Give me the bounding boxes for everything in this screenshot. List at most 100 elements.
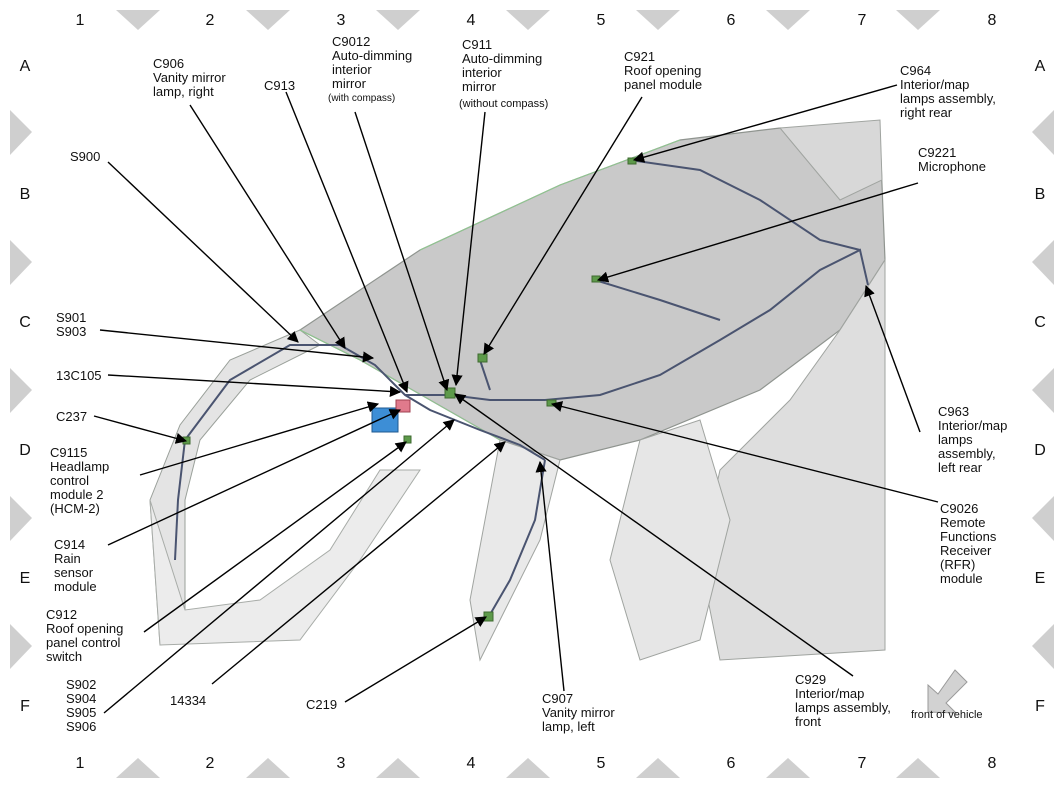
callout-c963-code: C963 (938, 404, 970, 419)
callout-c907-code: C907 (542, 691, 574, 706)
callout-c964: C964 Interior/map lamps assembly, right … (900, 64, 996, 120)
connector-c921 (477, 353, 488, 363)
grid-row-left-d: D (19, 442, 31, 459)
vehicle-body (149, 119, 886, 662)
leader-c964 (632, 84, 898, 163)
callout-c921-desc2: panel module (624, 77, 703, 92)
callout-c906: C906 Vanity mirror lamp, right (153, 57, 226, 99)
front-of-vehicle-label: front of vehicle (911, 709, 983, 721)
leader-s902 (103, 419, 455, 714)
leader-c921 (483, 96, 643, 355)
callout-c914-desc1: Rain (54, 551, 81, 566)
callout-c9012-desc1: Auto-dimming (332, 48, 413, 63)
callout-c913: C913 (264, 79, 295, 93)
leader-14334 (211, 441, 506, 685)
callout-c906-code: C906 (153, 56, 185, 71)
wiring-harness (174, 159, 869, 619)
frame-markers (10, 10, 1054, 778)
grid-row-right-b: B (1034, 186, 1046, 203)
callout-c906-desc1: Vanity mirror (153, 70, 226, 85)
callout-c237-code: C237 (56, 409, 88, 424)
grid-col-top-6: 6 (726, 12, 736, 29)
grid-col-bottom-2: 2 (205, 755, 215, 772)
callout-c921-desc1: Roof opening (624, 63, 702, 78)
callout-c9115: C9115 Headlamp control module 2 (HCM-2) (50, 446, 109, 516)
door-frame-lower (149, 469, 421, 646)
callout-c912-code: C912 (46, 607, 78, 622)
callout-c963-desc4: left rear (938, 460, 983, 475)
grid-col-bottom-4: 4 (466, 755, 476, 772)
hcm2-module (371, 407, 399, 433)
grid-col-top-7: 7 (857, 12, 867, 29)
front-of-vehicle-arrow (927, 669, 968, 714)
callout-s905-code: S905 (66, 705, 97, 720)
leader-s901 (99, 329, 375, 363)
grid-col-top-3: 3 (336, 12, 346, 29)
connector-c912 (403, 435, 412, 444)
rain-sensor-module (395, 399, 411, 413)
callout-c219-code: C219 (306, 697, 338, 712)
callout-c964-desc2: lamps assembly, (900, 91, 996, 106)
leader-c912 (143, 441, 407, 633)
callout-13c105: 13C105 (56, 369, 102, 383)
leader-s900 (107, 161, 299, 343)
grid-row-left-f: F (20, 698, 30, 715)
callout-c929-desc2: lamps assembly, (795, 700, 891, 715)
callout-c914-desc3: module (54, 579, 97, 594)
callout-c9115-desc4: (HCM-2) (50, 501, 100, 516)
leader-c9221 (596, 182, 919, 283)
grid-row-right-f: F (1035, 698, 1045, 715)
callout-s900: S900 (70, 150, 100, 164)
rear-body-structure (699, 258, 886, 661)
callout-c9115-desc1: Headlamp (50, 459, 110, 474)
callout-14334-code: 14334 (170, 693, 207, 708)
callout-c9115-desc2: control (50, 473, 90, 488)
callout-c914-code: C914 (54, 537, 86, 552)
grid-row-left-b: B (19, 186, 31, 203)
callout-c963-desc3: assembly, (938, 446, 996, 461)
callout-c921-code: C921 (624, 49, 656, 64)
callout-s902-s906: S902 S904 S905 S906 (66, 678, 96, 734)
grid-row-right-d: D (1034, 442, 1046, 459)
callout-c237: C237 (56, 410, 87, 424)
leader-c907 (535, 460, 565, 692)
callout-s901-s903: S901 S903 (56, 311, 86, 339)
callout-c929-desc1: Interior/map (795, 686, 865, 701)
leader-c9026 (550, 401, 939, 503)
callout-c929: C929 Interior/map lamps assembly, front (795, 673, 891, 729)
callout-c911: C911 Auto-dimming interior mirror (462, 38, 542, 94)
callout-c9115-desc3: module 2 (50, 487, 104, 502)
grid-col-bottom-6: 6 (726, 755, 736, 772)
callout-s901-code: S901 (56, 310, 87, 325)
callout-c914-desc2: sensor (54, 565, 94, 580)
callout-c907-desc2: lamp, left (542, 719, 595, 734)
grid-col-bottom-1: 1 (75, 755, 85, 772)
leader-13c105 (107, 374, 402, 398)
grid-col-bottom-8: 8 (987, 755, 997, 772)
callout-c9012-code: C9012 (332, 34, 371, 49)
callout-c9026-desc5: module (940, 571, 983, 586)
grid-row-right-a: A (1034, 58, 1046, 75)
callout-c906-desc2: lamp, right (153, 84, 214, 99)
callout-c9012-desc3: mirror (332, 76, 366, 91)
callout-c9012-note: (with compass) (328, 93, 396, 104)
leader-lines (93, 84, 939, 714)
callout-c9012-desc2: interior (332, 62, 372, 77)
grid-col-top-4: 4 (466, 12, 476, 29)
leader-c929 (454, 393, 854, 677)
callout-c911-desc3: mirror (462, 79, 496, 94)
grid-row-left-e: E (19, 570, 31, 587)
grid-col-top-8: 8 (987, 12, 997, 29)
callout-c911-desc1: Auto-dimming (462, 51, 543, 66)
callout-c914: C914 Rain sensor module (54, 538, 97, 594)
callout-c912-desc2: panel control (46, 635, 121, 650)
grid-col-top-2: 2 (205, 12, 215, 29)
connector-c911 (444, 387, 456, 399)
grid-col-bottom-5: 5 (596, 755, 606, 772)
callout-c929-code: C929 (795, 672, 827, 687)
b-pillar (609, 419, 731, 661)
callout-c912-desc1: Roof opening (46, 621, 124, 636)
callout-c964-code: C964 (900, 63, 932, 78)
callout-c912-desc3: switch (46, 649, 83, 664)
